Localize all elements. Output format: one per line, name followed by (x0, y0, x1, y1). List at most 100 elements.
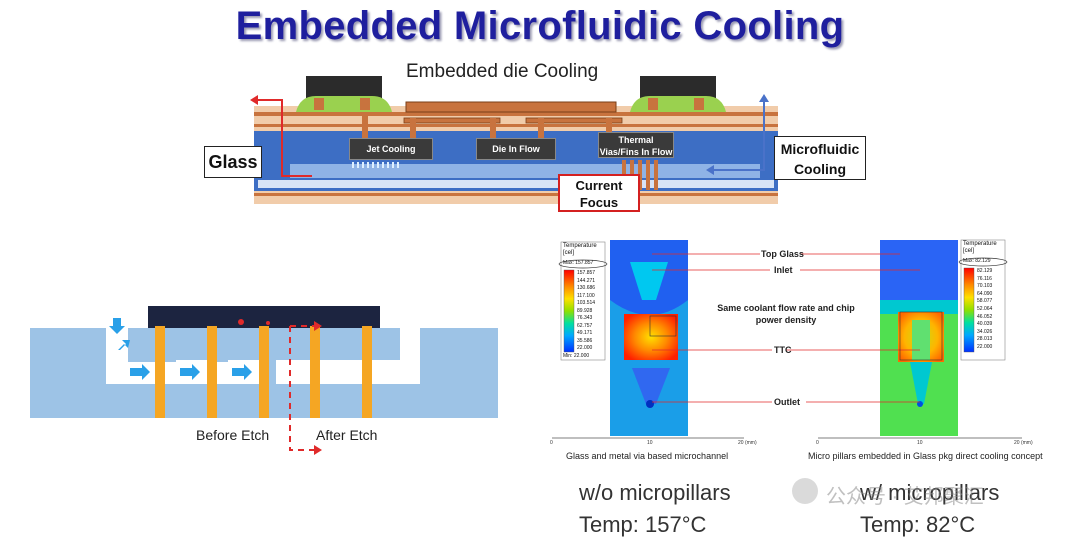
right-legend-value: 82.129 (977, 268, 993, 274)
pillar-5 (362, 326, 372, 418)
top-copper-layer (254, 112, 778, 116)
thermal-vias-tag: Thermal Vias/Fins In Flow (598, 132, 674, 158)
right-axis-tick-0: 0 (816, 440, 819, 446)
right-sim-outlet-plume (910, 362, 932, 404)
etch-chip (148, 306, 380, 328)
thermal-line2: Vias/Fins In Flow (599, 147, 673, 157)
left-legend-values: 157.857 144.271 130.686 117.100 103.514 … (577, 270, 595, 353)
coolant-note-line1: Same coolant flow rate and chip (717, 303, 855, 313)
microfluidic-cooling-label: Microfluidic Cooling (774, 136, 866, 180)
inlet-annotation: Inlet (774, 265, 793, 275)
thermal-via-3 (638, 160, 642, 190)
left-legend-max: Max: 157.857 (563, 260, 594, 266)
left-legend-value: 144.271 (577, 277, 596, 284)
right-legend-values: 82.129 76.116 70.103 64.090 58.077 52.06… (977, 268, 992, 352)
pillar-2 (207, 326, 217, 418)
before-etch-cavity (106, 308, 260, 384)
right-axis-tick-10: 10 (917, 440, 923, 446)
right-legend-value: 52.064 (977, 305, 993, 312)
right-legend-bar (963, 267, 975, 353)
pillar-3 (259, 326, 269, 418)
left-legend-bar (563, 269, 575, 353)
right-legend-title: Temperature [cel] (963, 241, 997, 255)
via-2 (410, 118, 416, 138)
coolant-note: Same coolant flow rate and chip power de… (706, 302, 866, 326)
right-result-heading: w/ micropillars (860, 480, 1000, 505)
right-legend-title-line2: [cel] (963, 248, 975, 254)
annotation-lines (652, 253, 920, 403)
right-sim-cool-core (912, 320, 930, 360)
microfluidic-label-line1: Microfluidic (780, 141, 860, 157)
right-legend-title-line1: Temperature (963, 241, 997, 247)
coolant-channel-bottom (258, 180, 774, 188)
left-sim-outlet-jet (632, 368, 670, 404)
thermal-via-5 (654, 160, 658, 190)
bottom-copper-layer (254, 193, 778, 196)
left-legend-min: Min: 22.000 (563, 353, 590, 359)
left-sim-outlet-point (646, 400, 654, 408)
ttc-annotation: TTC (774, 345, 792, 355)
right-legend-max-highlight (958, 257, 1008, 267)
left-sim-inlet-jet (630, 262, 668, 300)
left-outlet-arrowhead (250, 95, 258, 105)
left-bump-1 (314, 98, 324, 110)
top-glass-annotation: Top Glass (761, 249, 804, 259)
wechat-icon (792, 478, 818, 504)
right-ttc-box (899, 311, 943, 361)
right-axis-tick-20: 20 (mm) (1014, 440, 1033, 446)
die-in-flow-tag: Die In Flow (476, 138, 556, 160)
red-dot-1 (238, 319, 244, 325)
right-legend-value: 76.116 (977, 275, 992, 282)
left-sim-hot-zone (624, 314, 678, 360)
current-focus-line1: Current (575, 178, 623, 193)
left-outlet-arrow (256, 99, 312, 177)
bridge-die (405, 101, 617, 113)
right-sim-caption: Micro pillars embedded in Glass pkg dire… (808, 451, 1043, 461)
right-legend-value: 64.090 (977, 290, 993, 297)
mid-copper-layer (254, 124, 778, 127)
left-sim-caption: Glass and metal via based microchannel (566, 451, 729, 461)
page-title: Embedded Microfluidic Cooling (235, 4, 845, 48)
bridge-arm-right (525, 117, 623, 124)
pillar-1 (155, 326, 165, 418)
right-bump-1 (648, 98, 658, 110)
left-axis-tick-10: 10 (647, 440, 653, 446)
right-bump-2 (694, 98, 704, 110)
coolant-channel (290, 164, 760, 178)
via-5 (606, 118, 612, 138)
glass-label: Glass (204, 146, 262, 178)
bridge-arm-left (403, 117, 501, 124)
left-legend-value: 49.171 (577, 330, 593, 336)
left-legend-value: 130.686 (577, 285, 596, 291)
left-legend-value: 35.586 (577, 337, 593, 344)
left-legend-value: 117.100 (577, 292, 595, 299)
left-ttc-box (649, 315, 677, 337)
right-inlet-arrowhead-top (759, 94, 769, 102)
right-legend-value: 22.000 (977, 343, 993, 350)
jet-cooling-tag: Jet Cooling (349, 138, 433, 160)
watermark-text: 公众号 · 艾邦聚汇 (826, 486, 984, 508)
top-diagram-subtitle: Embedded die Cooling (406, 61, 599, 82)
via-4 (538, 118, 544, 138)
left-legend-value: 22.000 (577, 345, 593, 351)
before-etch-label: Before Etch (196, 427, 270, 443)
microfluidic-label-line2: Cooling (793, 161, 847, 177)
left-legend-value: 62.757 (577, 322, 593, 329)
thermal-line1: Thermal (618, 135, 654, 145)
left-legend-value: 76.343 (577, 315, 593, 321)
thermal-via-4 (646, 160, 650, 190)
left-legend-value: 157.857 (577, 270, 596, 276)
right-sim-cyan-band (880, 300, 958, 314)
left-legend-max-highlight (558, 259, 608, 269)
flow-arrows (109, 318, 252, 380)
outlet-annotation: Outlet (774, 397, 800, 407)
right-legend-value: 40.039 (977, 321, 993, 328)
right-legend-value: 58.077 (977, 298, 993, 305)
left-legend-value: 89.928 (577, 307, 593, 314)
left-axis-tick-0: 0 (550, 440, 553, 446)
left-result-heading: w/o micropillars (579, 480, 731, 505)
right-inlet-arrowhead (706, 165, 714, 175)
right-result-temp: Temp: 82°C (860, 512, 976, 537)
left-legend-title-line2: [cel] (563, 250, 575, 256)
